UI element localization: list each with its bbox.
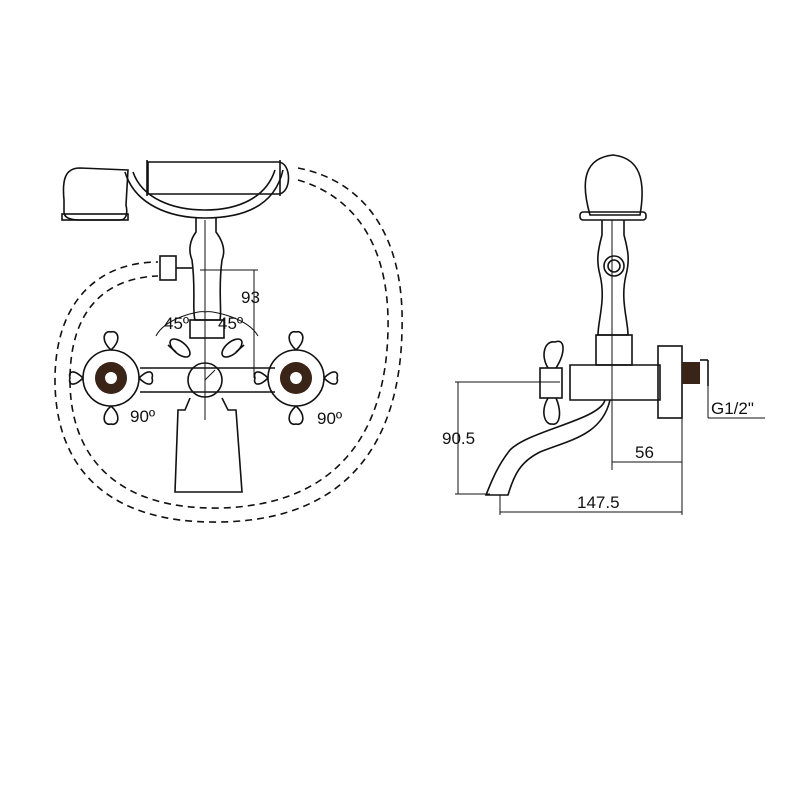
angle-right-label: 45º [218,314,243,333]
dimension-lines-side [455,381,765,515]
mixer-body [140,218,275,493]
thread-label: G1/2" [711,399,754,418]
dim-56-label: 56 [635,443,654,462]
rotation-left-label: 90º [130,407,155,426]
dim-90-5-label: 90.5 [442,429,475,448]
hose [54,167,403,523]
left-handle [68,330,154,426]
front-view [54,160,403,523]
hand-shower [61,160,290,221]
side-view [455,154,765,515]
angle-left-label: 45º [164,314,189,333]
dim-93-label: 93 [241,288,260,307]
right-handle [253,330,339,426]
rotation-right-label: 90º [317,409,342,428]
dim-147-5-label: 147.5 [577,493,620,512]
dimension-lines-front [155,269,259,378]
